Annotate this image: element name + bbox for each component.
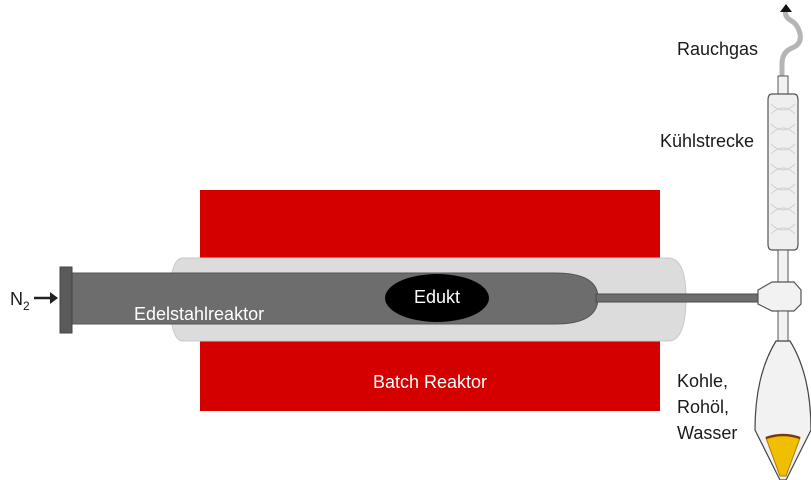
- cooling-section: [767, 93, 799, 251]
- products-label-water: Wasser: [677, 423, 737, 443]
- glass-tube-upper: [777, 249, 789, 283]
- cooling-section-label: Kühlstrecke: [660, 131, 754, 151]
- glass-tube-lower: [777, 310, 789, 342]
- connecting-pipe: [595, 293, 759, 303]
- condenser-inner-pattern: [770, 103, 796, 235]
- n2-inlet-arrow-head: [50, 292, 58, 304]
- furnace-label: Batch Reaktor: [373, 372, 487, 392]
- products-label-crude-oil: Rohöl,: [677, 397, 729, 417]
- flue-gas-arrow-icon: [780, 4, 792, 12]
- educt-label: Edukt: [414, 287, 460, 307]
- n2-subscript: 2: [23, 299, 30, 313]
- reactor-label: Edelstahlreaktor: [134, 304, 264, 324]
- furnace-block-top: [200, 190, 660, 260]
- educt-sample: [385, 274, 489, 322]
- t-connector: [757, 281, 802, 312]
- reactor-flange: [59, 266, 73, 334]
- products-label-coal: Kohle,: [677, 371, 728, 391]
- flue-gas-tube: [779, 9, 803, 78]
- flue-gas-label: Rauchgas: [677, 39, 758, 59]
- n2-label: N2: [10, 289, 30, 313]
- flask-liquid-surface: [765, 433, 801, 440]
- condenser-neck-top: [777, 75, 789, 95]
- furnace-block-bottom: [200, 335, 660, 411]
